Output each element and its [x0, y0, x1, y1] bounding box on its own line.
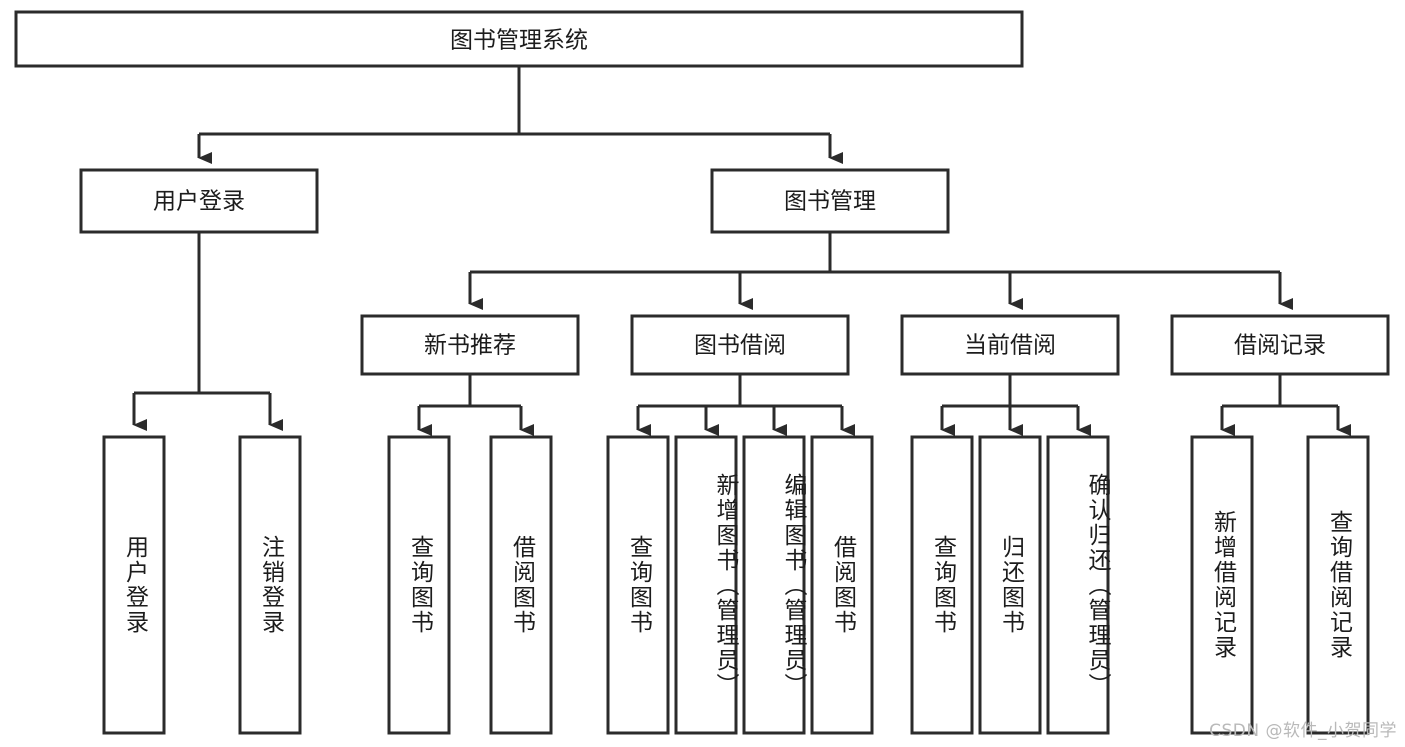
- leaf-box-2[interactable]: [387, 435, 451, 735]
- node-borrow-record-label: 借阅记录: [1234, 333, 1326, 359]
- leaf-box-11[interactable]: [1190, 435, 1254, 735]
- leaf-box-0[interactable]: [102, 435, 166, 735]
- leaf-box-1[interactable]: [238, 435, 302, 735]
- node-book-borrow-box[interactable]: [630, 314, 850, 376]
- leaf-box-4[interactable]: [606, 435, 670, 735]
- leaf-box-6[interactable]: [742, 435, 806, 735]
- leaf-box-9[interactable]: [978, 435, 1042, 735]
- csdn-watermark: CSDN @软件_小贺同学: [1209, 721, 1397, 741]
- leaf-box-12[interactable]: [1306, 435, 1370, 735]
- node-current-borrow-label: 当前借阅: [964, 333, 1056, 359]
- leaf-box-5[interactable]: [674, 435, 738, 735]
- leaf-box-8[interactable]: [910, 435, 974, 735]
- node-new-book-rec-box[interactable]: [360, 314, 580, 376]
- node-book-borrow-label: 图书借阅: [694, 333, 786, 359]
- node-borrow-record-box[interactable]: [1170, 314, 1390, 376]
- leaf-box-10[interactable]: [1046, 435, 1110, 735]
- node-user-login-label: 用户登录: [153, 189, 245, 215]
- node-book-mgmt-box[interactable]: [710, 168, 950, 234]
- node-new-book-rec-label: 新书推荐: [424, 333, 516, 359]
- leaf-box-7[interactable]: [810, 435, 874, 735]
- node-root-label: 图书管理系统: [450, 28, 588, 54]
- leaf-box-3[interactable]: [489, 435, 553, 735]
- node-book-mgmt-label: 图书管理: [784, 189, 876, 215]
- node-root-box[interactable]: [14, 10, 1024, 68]
- node-current-borrow-box[interactable]: [900, 314, 1120, 376]
